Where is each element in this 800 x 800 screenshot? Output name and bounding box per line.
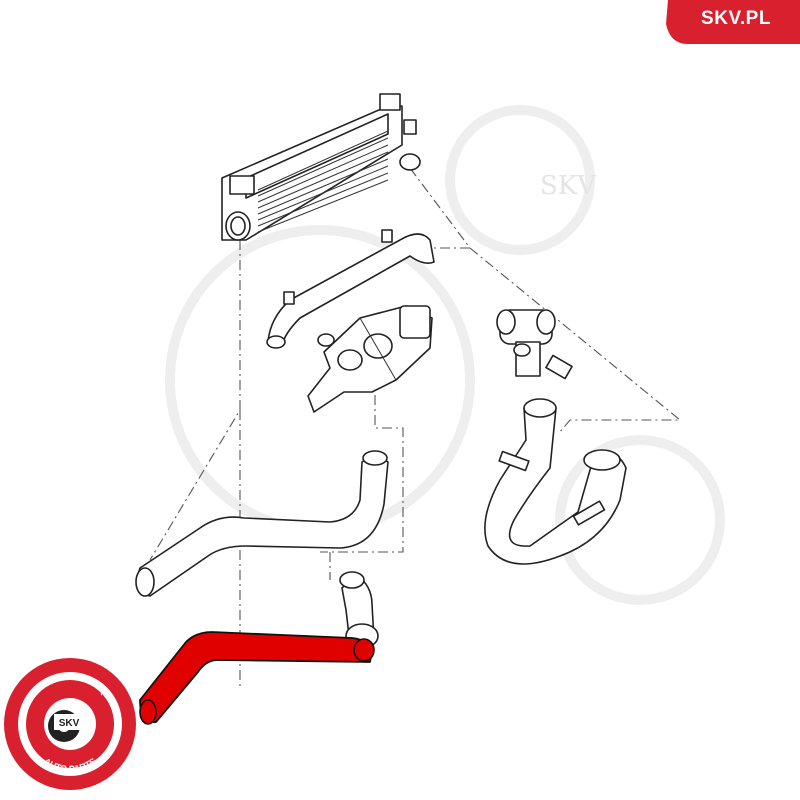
watermark-text: SKV [540,171,597,201]
assembly-lines [149,167,682,690]
seal-center-text: SKV [59,718,80,729]
brand-badge-text: SKV.PL [701,8,771,29]
elbow-connector [339,571,379,649]
intercooler [221,93,421,241]
intermediate-hose [135,450,389,597]
brand-badge: SKV.PL [640,0,800,44]
throttle-body [307,305,433,413]
valve-assembly [496,309,573,380]
highlighted-charge-air-hose [139,631,375,725]
skv-seal-icon: SKV AFTERMARKET PRICE · OE QUALITY AUTO … [4,658,136,790]
upper-charge-pipe [266,229,435,349]
u-shaped-hose [484,398,627,565]
